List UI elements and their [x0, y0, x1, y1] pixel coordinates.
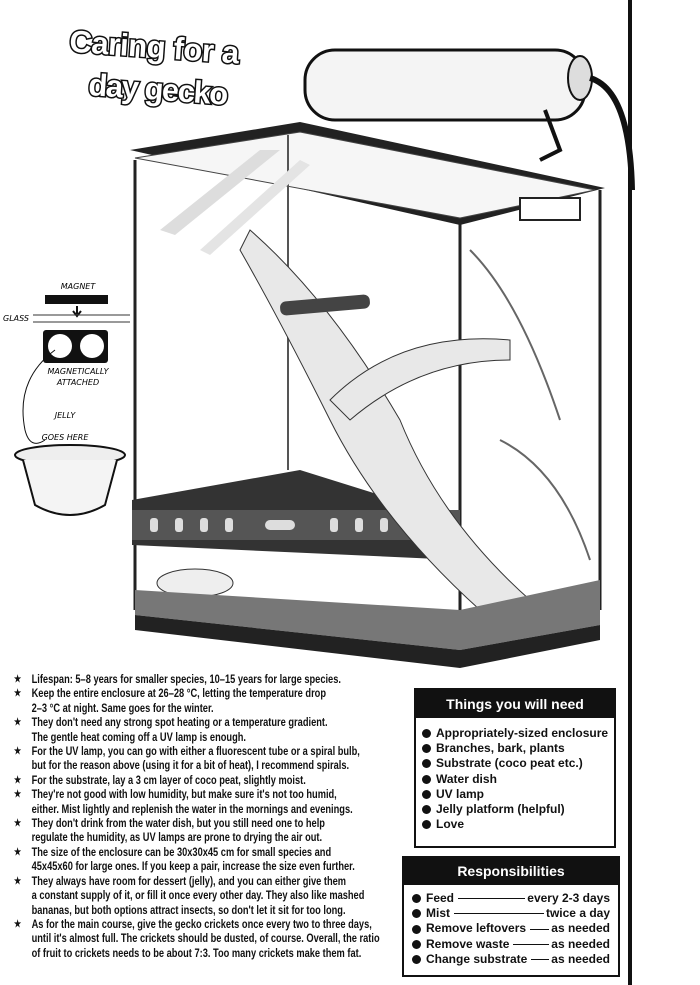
- list-item: Branches, bark, plants: [422, 741, 614, 756]
- magnet-icon: [45, 295, 108, 304]
- note-text: The size of the enclosure can be 30x30x4…: [31, 845, 355, 874]
- magnet-label: MAGNET: [61, 282, 97, 291]
- list-item: Appropriately-sized enclosure: [422, 726, 614, 741]
- note-text: They don't drink from the water dish, bu…: [31, 817, 325, 845]
- enclosure-icon: [130, 122, 605, 668]
- magnet-diagram: MAGNET GLASS MAGNETICALLY ATTACHED JELLY…: [3, 282, 130, 516]
- list-item: Substrate (coco peat etc.): [422, 756, 614, 771]
- things-you-will-need-box: Things you will need Appropriately-sized…: [414, 688, 616, 848]
- list-item: Water dish: [422, 772, 614, 787]
- glass-label: GLASS: [3, 314, 29, 323]
- note-text: They always have room for dessert (jelly…: [31, 874, 365, 917]
- note-item: ★They don't drink from the water dish, b…: [14, 817, 325, 845]
- note-item: ★They don't need any strong spot heating…: [14, 716, 328, 744]
- note-text: They don't need any strong spot heating …: [31, 716, 328, 744]
- note-text: For the UV lamp, you can go with either …: [31, 745, 360, 773]
- note-item: ★Lifespan: 5–8 years for smaller species…: [14, 673, 341, 686]
- terrarium-illustration: MAGNET GLASS MAGNETICALLY ATTACHED JELLY…: [3, 48, 635, 668]
- jelly-label: JELLY: [53, 411, 77, 420]
- note-item: ★As for the main course, give the gecko …: [14, 917, 380, 960]
- note-item: ★They're not good with low humidity, but…: [14, 788, 353, 816]
- uv-lamp-icon: [303, 48, 635, 191]
- care-notes: ★Lifespan: 5–8 years for smaller species…: [14, 673, 382, 961]
- needs-title: Things you will need: [416, 690, 614, 718]
- page-border: [628, 0, 632, 985]
- attached-label: MAGNETICALLY: [48, 367, 110, 376]
- jelly-cup-icon: [14, 444, 126, 516]
- title-line-1: Caring for a: [68, 24, 241, 71]
- jelly-label-2: GOES HERE: [42, 433, 90, 442]
- note-item: ★For the substrate, lay a 3 cm layer of …: [14, 773, 306, 787]
- page-title: Caring for a day gecko: [67, 22, 243, 113]
- responsibilities-title: Responsibilities: [404, 858, 618, 885]
- note-item: ★The size of the enclosure can be 30x30x…: [14, 845, 355, 874]
- attached-label-2: ATTACHED: [56, 378, 99, 387]
- title-line-2: day gecko: [87, 67, 229, 112]
- note-text: For the substrate, lay a 3 cm layer of c…: [31, 773, 306, 787]
- note-item: ★Keep the entire enclosure at 26–28 °C, …: [14, 687, 327, 715]
- note-text: They're not good with low humidity, but …: [31, 788, 353, 816]
- note-item: ★They always have room for dessert (jell…: [14, 874, 365, 917]
- note-text: Keep the entire enclosure at 26–28 °C, l…: [31, 687, 327, 715]
- list-item: Jelly platform (helpful): [422, 802, 614, 817]
- note-item: ★For the UV lamp, you can go with either…: [14, 745, 360, 773]
- list-item: UV lamp: [422, 787, 614, 802]
- note-text: As for the main course, give the gecko c…: [31, 917, 380, 960]
- note-text: Lifespan: 5–8 years for smaller species,…: [31, 673, 341, 686]
- list-item: Love: [422, 817, 614, 832]
